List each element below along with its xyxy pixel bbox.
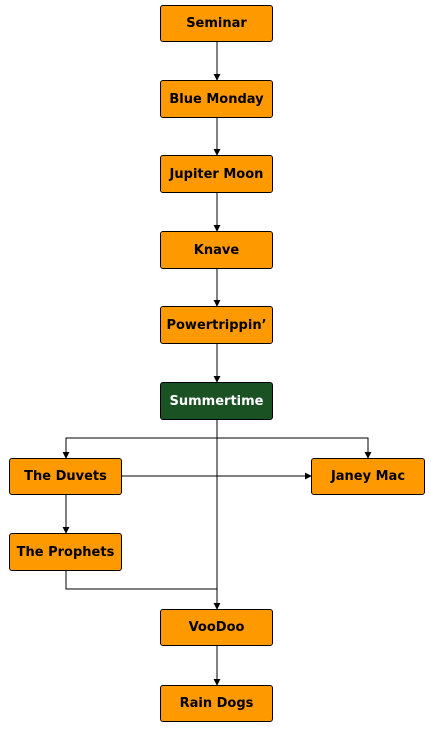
node-the-prophets: The Prophets: [9, 533, 122, 571]
node-the-duvets: The Duvets: [9, 458, 122, 495]
node-voodoo: VooDoo: [160, 609, 273, 646]
edge-summertime-to-the-duvets: [62, 420, 218, 459]
node-knave: Knave: [160, 231, 273, 269]
node-jupiter-moon: Jupiter Moon: [160, 155, 273, 193]
edge-summertime-to-janey-mac: [217, 437, 372, 459]
node-seminar: Seminar: [160, 5, 273, 42]
node-janey-mac: Janey Mac: [311, 458, 425, 495]
node-rain-dogs: Rain Dogs: [160, 685, 273, 722]
edge-the-prophets-to-voodoo: [65, 571, 217, 590]
node-powertrippin: Powertrippin’: [160, 306, 273, 344]
node-summertime: Summertime: [160, 382, 273, 420]
node-blue-monday: Blue Monday: [160, 80, 273, 118]
